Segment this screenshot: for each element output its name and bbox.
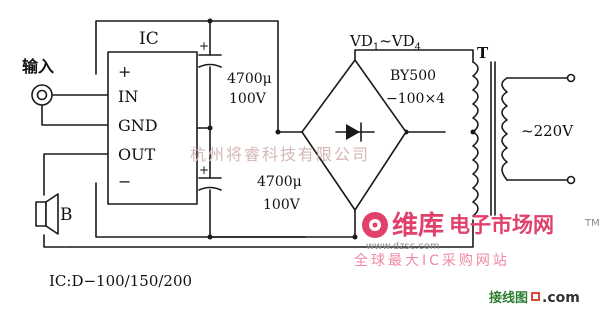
trademark: TM: [584, 218, 600, 229]
speaker-magnet: [35, 201, 47, 227]
watermarks: 杭州将睿科技有限公司 维库 电子市场网 www.dzsc.com TM 全球最大…: [190, 145, 600, 306]
terminal-top: [566, 73, 576, 83]
cap1-polarity: +: [199, 39, 209, 53]
junction-dot: [207, 125, 213, 131]
wires: [41, 20, 568, 248]
capacitor-c1: + 4700μ 100V: [198, 39, 272, 107]
junction-dot: [207, 18, 213, 24]
bridge-label-tilde: ~VD: [379, 32, 414, 50]
ic-pin-out: OUT: [118, 145, 156, 164]
diode-triangle: [346, 124, 360, 140]
junction-dot: [275, 129, 281, 135]
ic-label: IC: [139, 29, 159, 49]
site2-domain: .com: [542, 290, 580, 306]
ic-block: IC + IN GND OUT −: [107, 29, 198, 205]
ic-pin-gnd: GND: [118, 116, 158, 135]
ac-voltage-label: ~220V: [521, 122, 574, 140]
capacitor-c2: + 4700μ 100V: [198, 163, 302, 213]
cap2-polarity: +: [199, 163, 209, 177]
input-jack: 输入: [22, 57, 54, 106]
bridge-rectifier: VD1~VD4 BY500 −100×4: [301, 32, 445, 211]
bridge-label-sub1: 1: [373, 42, 379, 53]
bridge-part-qty: −100×4: [386, 91, 445, 107]
brand-logo-icon: [362, 212, 388, 238]
transformer-label: T: [477, 44, 489, 62]
input-label: 输入: [22, 57, 54, 76]
junction-dot: [352, 234, 358, 240]
bridge-part: BY500: [390, 68, 436, 84]
wire-top-rail-to-bridge: [209, 20, 303, 133]
speaker-label: B: [60, 205, 73, 225]
ic-pin-in: IN: [118, 87, 138, 106]
speaker-cone: [45, 193, 59, 235]
bridge-label: VD1~VD4: [349, 32, 421, 53]
brand-slogan: 全球最大IC采购网站: [354, 252, 510, 269]
wire-speaker-ground: [43, 234, 71, 248]
wire-bridge-top: [354, 49, 474, 63]
wire-ground-return: [69, 219, 474, 248]
jack-outer-ring: [31, 84, 53, 106]
company-watermark: 杭州将睿科技有限公司: [190, 145, 370, 164]
wire-out-to-speaker: [43, 153, 109, 196]
brand-suffix: 电子市场网: [449, 213, 554, 237]
transformer-secondary-coil: [472, 61, 479, 217]
cap1-value: 4700μ: [227, 71, 272, 87]
bridge-label-vd: VD: [349, 32, 373, 50]
site2-label: 接线图: [489, 290, 528, 306]
jack-inner-ring: [36, 89, 48, 101]
site2-logo-inner: [533, 294, 538, 299]
junction-dot: [207, 234, 213, 240]
transformer: T ~220V: [472, 44, 576, 217]
ic-body: [107, 51, 198, 205]
cap2-plate-bottom: [198, 186, 222, 191]
wire-top-rail: [95, 20, 211, 75]
logo-dot: [372, 222, 378, 228]
site-url: www.dzsc.com: [366, 241, 440, 252]
cap2-voltage: 100V: [263, 197, 301, 213]
ic-pin-minus: −: [118, 172, 131, 191]
ic-pin-plus: +: [118, 62, 131, 81]
ic-model-label: IC:D−100/150/200: [49, 272, 192, 290]
brand-name: 维库: [392, 210, 444, 241]
cap1-voltage: 100V: [229, 91, 267, 107]
wire-minus-to-bridge: [209, 209, 356, 238]
wire-input-ground: [41, 105, 109, 126]
cap2-value: 4700μ: [257, 174, 302, 190]
bridge-label-sub4: 4: [415, 42, 421, 53]
terminal-bottom: [566, 175, 576, 185]
site2-logo-icon: [531, 292, 540, 301]
speaker: B: [35, 193, 73, 235]
transformer-primary-coil: [501, 77, 508, 181]
cap1-plate-bottom: [198, 63, 222, 68]
